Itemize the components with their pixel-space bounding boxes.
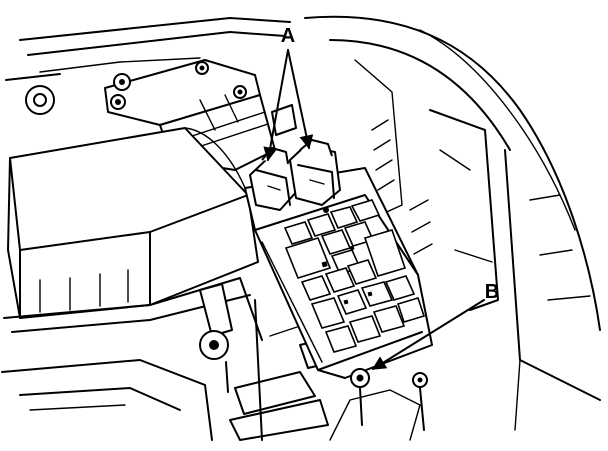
callout-b: B [371,281,499,370]
callout-a-arrow-left [263,49,289,162]
callout-b-arrow [371,299,485,370]
left-bolt [5,73,61,115]
relay-grid [283,199,426,353]
relay-box [244,139,433,431]
background-lines [19,15,601,431]
callout-b-label: B [485,281,499,303]
callout-a-arrow-right [287,49,314,150]
callout-a: A [263,25,314,162]
callout-a-label: A [281,25,295,47]
air-cleaner-box [1,127,263,441]
